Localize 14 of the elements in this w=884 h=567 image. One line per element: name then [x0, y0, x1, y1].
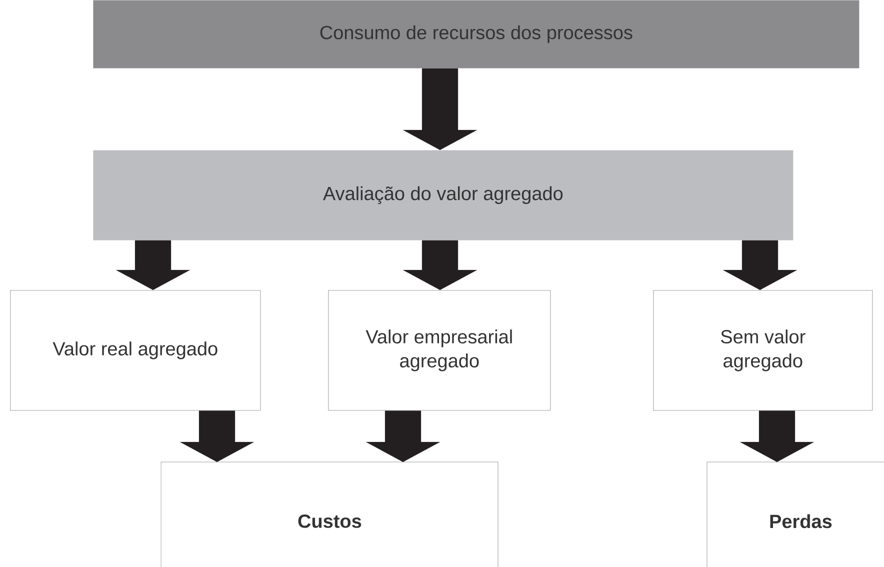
block-arrow — [366, 410, 440, 462]
block-arrow — [722, 240, 798, 290]
block-arrow — [740, 410, 814, 462]
process-box: Sem valor agregado — [653, 290, 873, 411]
block-arrow — [402, 68, 478, 150]
process-box: Valor empresarial agregado — [328, 290, 551, 411]
block-arrow — [402, 240, 478, 290]
result-box: Custos — [160, 462, 498, 567]
process-box: Valor real agregado — [10, 290, 261, 411]
block-arrow — [116, 240, 190, 290]
process-box: Avaliação do valor agregado — [93, 150, 794, 240]
process-box: Consumo de recursos dos processos — [93, 0, 860, 68]
result-box: Perdas — [706, 462, 884, 567]
block-arrow — [180, 410, 254, 462]
